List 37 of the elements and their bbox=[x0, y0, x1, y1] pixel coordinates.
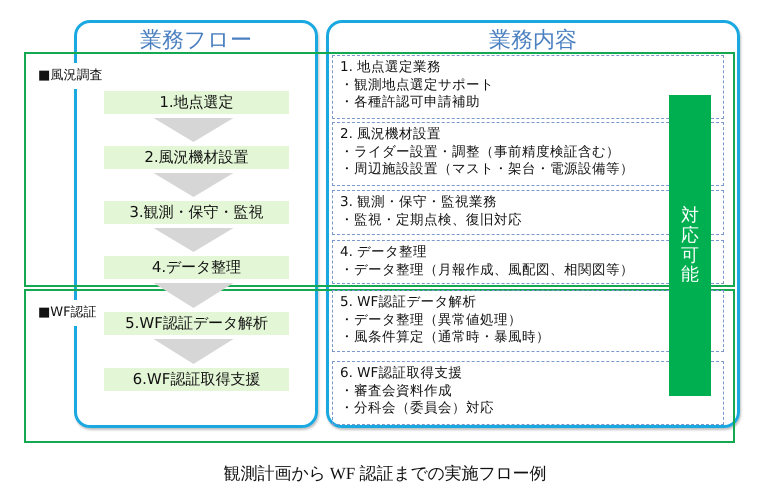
detail-heading: 2. 風況機材設置 bbox=[340, 126, 442, 144]
bullet-item: ・風条件算定（通常時・暴風時） bbox=[340, 329, 550, 346]
detail-panel bbox=[332, 55, 724, 119]
bullet-item: ・ライダー設置・調整（事前精度検証含む） bbox=[340, 144, 620, 161]
chevron-arrow bbox=[154, 173, 234, 197]
detail-panel bbox=[332, 122, 724, 186]
chevron-arrow bbox=[154, 339, 234, 364]
detail-heading: 1. 地点選定業務 bbox=[340, 59, 442, 76]
caption: 観測計画から WF 認証までの実施フロー例 bbox=[224, 463, 546, 485]
bullet-item: ・周辺施設設置（マスト・架台・電源設備等） bbox=[340, 161, 634, 178]
flow-step-bar: 1.地点選定 bbox=[104, 91, 289, 114]
bullet-item: ・データ整理（異常値処理） bbox=[340, 312, 522, 329]
chevron-arrow bbox=[154, 283, 234, 308]
vertical-banner bbox=[669, 95, 711, 396]
detail-heading: 5. WF認証データ解析 bbox=[340, 294, 476, 312]
bullet-item: ・各種許認可申請補助 bbox=[340, 94, 480, 112]
column-header: 業務内容 bbox=[489, 27, 577, 55]
bullet-item: ・分科会（委員会）対応 bbox=[340, 400, 494, 418]
detail-heading: 4. データ整理 bbox=[340, 244, 428, 262]
flow-step-bar: 6.WF認証取得支援 bbox=[104, 368, 289, 391]
banner-text: 対応可能 bbox=[681, 206, 699, 286]
flow-step-bar: 5.WF認証データ解析 bbox=[104, 312, 289, 335]
bullet-item: ・観測地点選定サポート bbox=[340, 76, 494, 94]
chevron-arrow bbox=[154, 228, 234, 252]
flow-step-bar: 2.風況機材設置 bbox=[104, 146, 289, 169]
detail-heading: 6. WF認証取得支援 bbox=[340, 365, 462, 382]
column-header: 業務フロー bbox=[140, 27, 252, 55]
flow-step-bar: 4.データ整理 bbox=[104, 256, 289, 279]
detail-panel bbox=[332, 361, 724, 425]
column-panel bbox=[326, 20, 740, 428]
detail-panel bbox=[332, 290, 724, 352]
bullet-item: ・審査会資料作成 bbox=[340, 382, 452, 400]
bullet-item: ・監視・定期点検、復旧対応 bbox=[340, 212, 522, 229]
flow-step-bar: 3.観測・保守・監視 bbox=[104, 201, 289, 224]
chevron-arrow bbox=[154, 118, 234, 142]
detail-heading: 3. 観測・保守・監視業務 bbox=[340, 194, 498, 212]
bullet-item: ・データ整理（月報作成、風配図、相関図等） bbox=[340, 262, 634, 279]
